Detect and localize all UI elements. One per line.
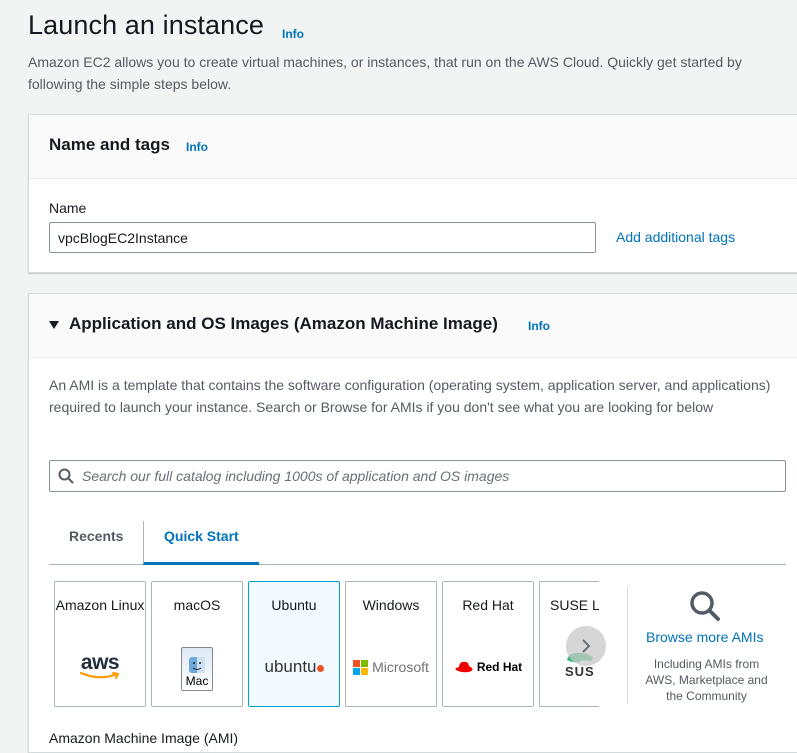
suse-logo-text: SUS [565, 664, 595, 679]
tile-label: SUSE Li [550, 597, 599, 613]
ami-description: An AMI is a template that contains the s… [49, 377, 771, 415]
microsoft-logo-text: Microsoft [372, 659, 429, 675]
name-and-tags-title: Name and tags [49, 135, 170, 154]
browse-search-icon [690, 591, 720, 621]
ami-header[interactable]: Application and OS Images (Amazon Machin… [29, 294, 797, 358]
ami-info-link[interactable]: Info [528, 319, 550, 333]
redhat-logo-text: Red Hat [476, 660, 523, 674]
tile-label: Red Hat [462, 597, 514, 613]
ubuntu-logo-icon: ubuntu [249, 650, 339, 684]
name-and-tags-header: Name and tags Info [29, 115, 797, 179]
microsoft-squares-icon [353, 659, 369, 675]
ami-tiles: Amazon Linux aws macOS [54, 581, 599, 707]
tile-macos[interactable]: macOS Mac [151, 581, 243, 707]
tile-label: Windows [362, 597, 420, 613]
aws-logo-icon: aws [55, 650, 145, 684]
next-tiles-button[interactable] [566, 626, 606, 666]
tile-label: macOS [173, 597, 221, 613]
ami-panel: Application and OS Images (Amazon Machin… [28, 293, 797, 753]
microsoft-logo-icon: Microsoft [346, 650, 436, 684]
mac-logo-text: Mac [185, 674, 209, 688]
name-and-tags-panel: Name and tags Info Name Add additional t… [28, 114, 797, 273]
expand-caret-icon[interactable] [49, 321, 59, 329]
page-info-link[interactable]: Info [282, 27, 304, 41]
add-additional-tags-link[interactable]: Add additional tags [616, 229, 736, 245]
ubuntu-logo-text: ubuntu [264, 657, 317, 676]
tab-recents[interactable]: Recents [69, 528, 124, 544]
tile-amazon-linux[interactable]: Amazon Linux aws [54, 581, 146, 707]
browse-description: Including AMIs from AWS, Marketplace and… [645, 657, 768, 703]
page-description: Amazon EC2 allows you to create virtual … [28, 54, 742, 92]
aws-smile-icon [79, 672, 120, 679]
tiles-divider [627, 586, 628, 704]
tile-label: Amazon Linux [55, 597, 145, 613]
ami-search-input[interactable] [80, 461, 780, 491]
name-label: Name [49, 200, 87, 216]
redhat-hat-icon [455, 661, 473, 673]
finder-face-icon [189, 657, 205, 673]
name-input[interactable] [49, 222, 596, 253]
ami-search-box[interactable] [49, 460, 786, 492]
search-icon [58, 468, 74, 484]
browse-more-amis-link[interactable]: Browse more AMIs [646, 629, 764, 645]
ami-title: Application and OS Images (Amazon Machin… [69, 314, 498, 333]
tab-quick-start[interactable]: Quick Start [143, 521, 259, 565]
name-and-tags-info-link[interactable]: Info [186, 140, 208, 154]
mac-logo-icon: Mac [152, 647, 242, 691]
ami-tabs: Recents Quick Start [49, 521, 786, 565]
page-title: Launch an instance [28, 10, 264, 40]
ubuntu-circle-icon [316, 665, 324, 672]
aws-logo-text: aws [80, 651, 120, 674]
chevron-right-icon [582, 639, 591, 653]
redhat-logo-icon: Red Hat [443, 650, 533, 684]
tile-windows[interactable]: Windows Microsoft [345, 581, 437, 707]
ami-field-label: Amazon Machine Image (AMI) [49, 730, 239, 746]
tile-label: Ubuntu [271, 597, 317, 613]
tile-ubuntu[interactable]: Ubuntu ubuntu [248, 581, 340, 707]
tile-red-hat[interactable]: Red Hat Red Hat [442, 581, 534, 707]
